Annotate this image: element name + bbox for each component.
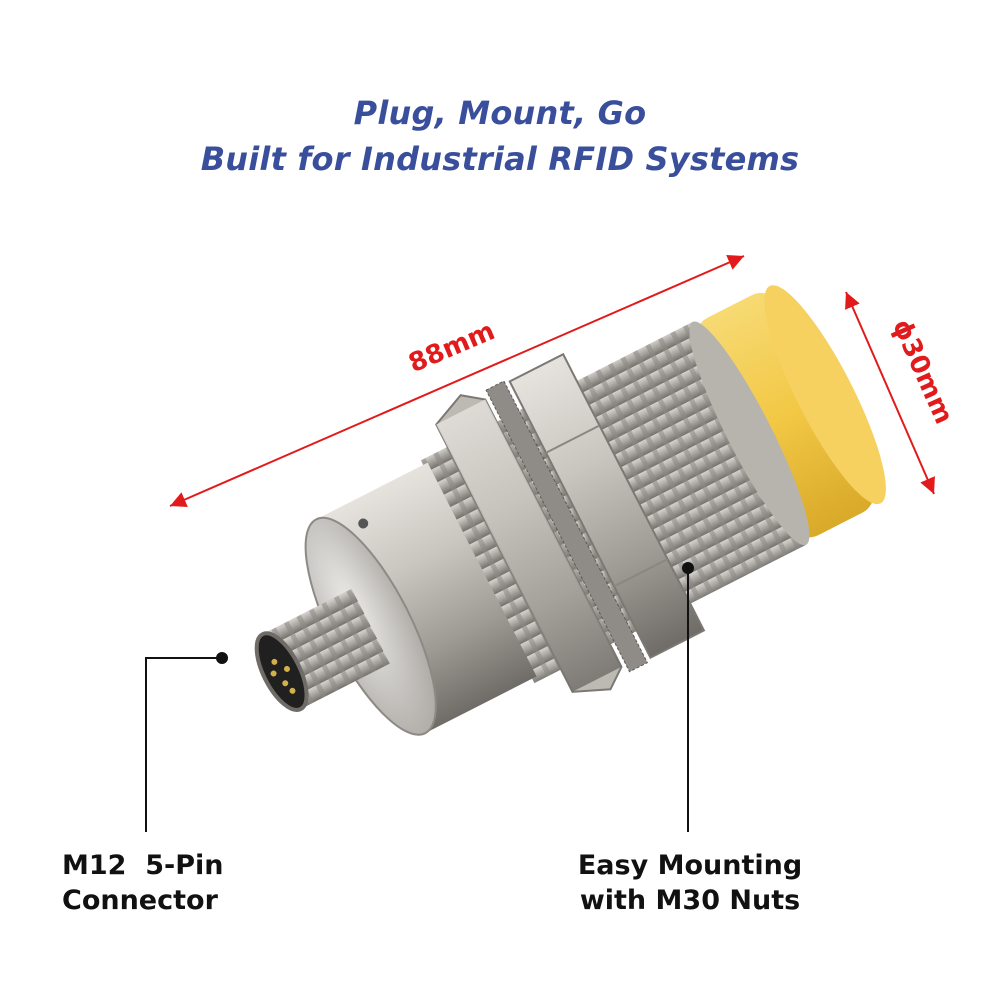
connector-callout-line1: M12 5-Pin (62, 850, 224, 881)
headline-line-1: Plug, Mount, Go (353, 94, 647, 132)
mounting-callout-line2: with M30 Nuts (579, 885, 801, 916)
connector-leader (145, 652, 228, 832)
mounting-callout: Easy Mounting with M30 Nuts (560, 848, 820, 918)
rfid-sensor (254, 285, 886, 736)
diameter-label: ϕ30mm (886, 315, 959, 429)
rear-housing (304, 462, 537, 736)
connector-callout-line2: Connector (62, 885, 218, 916)
mounting-callout-line1: Easy Mounting (577, 850, 803, 881)
connector-callout: M12 5-Pin Connector (62, 848, 224, 918)
mounting-leader (682, 562, 694, 832)
headline-line-2: Built for Industrial RFID Systems (200, 140, 800, 178)
m12-connector (254, 588, 390, 712)
